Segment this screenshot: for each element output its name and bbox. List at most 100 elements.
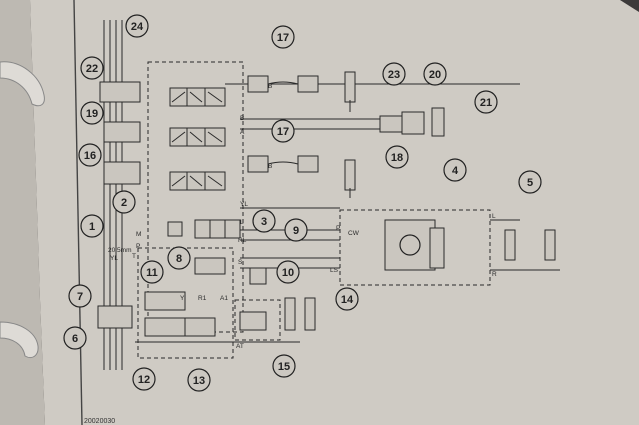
callout-circle [271,25,295,49]
callout-4: 4 [443,158,467,182]
accumulator-symbol-enclosure [234,299,281,341]
cylinders-5 [504,229,556,261]
callout-circle [271,119,295,143]
callout-circle [276,260,300,284]
callout-11: 11 [140,260,164,284]
icon-10b [239,311,267,331]
callout-23: 23 [382,62,406,86]
callout-10: 10 [276,260,300,284]
callout-circle [80,101,104,125]
port-m: M [136,231,141,238]
binder-ring-bottom [0,321,39,359]
port-b1: B [268,83,272,90]
callout-number: 18 [391,152,403,164]
pump-supply-lines [240,207,560,271]
callout-number: 19 [86,108,98,120]
callout-number: 16 [84,150,96,162]
callout-24: 24 [125,14,149,38]
callout-14: 14 [335,287,359,311]
callout-number: 7 [77,291,83,303]
port-r1: R1 [198,295,207,302]
callout-number: 17 [277,126,289,138]
callout-circle [187,368,211,392]
callout-2: 2 [112,190,136,214]
port-cw: CW [348,230,360,237]
callout-number: 24 [131,21,144,33]
callout-16: 16 [78,143,102,167]
port-yl: YL [240,201,248,208]
cylinder-21 [431,107,445,137]
port-p-motor: P [336,225,340,232]
callout-21: 21 [474,90,498,114]
pump-motor-symbol [384,219,445,271]
port-b2: B [240,115,244,122]
callout-3: 3 [252,209,276,233]
valve-row-1 [169,83,520,107]
icon-6 [97,305,133,329]
callout-number: 4 [452,165,459,177]
callout-circle [167,246,191,270]
callout-number: 13 [193,375,205,387]
callout-circle [132,367,156,391]
callout-15: 15 [272,354,296,378]
callout-number: 20 [429,69,441,81]
callout-number: 9 [293,225,299,237]
page-margin-line [73,0,83,425]
callout-number: 1 [89,221,95,233]
port-l: L [240,219,244,226]
callout-circle [272,354,296,378]
control-valve-enclosure [137,247,234,359]
callout-13: 13 [187,368,211,392]
callout-number: 11 [146,267,158,279]
cylinder-23 [344,71,356,112]
icon-16 [103,161,141,185]
callout-circle [112,190,136,214]
callout-20: 20 [423,62,447,86]
callout-8: 8 [167,246,191,270]
callout-5: 5 [518,170,542,194]
port-at: AT [236,343,244,350]
callout-17: 17 [271,119,295,143]
callout-number: 12 [138,374,150,386]
port-labels: B B A B YL L RL M P S Y R1 A1 AT LS CW P… [108,83,497,350]
callout-circle [125,14,149,38]
callout-number: 14 [341,294,354,306]
port-p: P [136,243,140,250]
valve-row-2 [169,118,380,147]
callout-circle [80,56,104,80]
callout-circle [78,143,102,167]
port-b3: B [268,163,272,170]
callout-circle [382,62,406,86]
port-yl2: YL [110,255,118,262]
port-t: T [132,253,136,260]
callout-number: 5 [527,177,533,189]
callout-7: 7 [68,284,92,308]
callout-circle [80,214,104,238]
callout-circle [518,170,542,194]
port-l-motor: L [492,213,496,220]
valve-bank-enclosure [147,61,244,333]
callout-number: 3 [261,216,267,228]
paper-left-fold [0,0,45,425]
callout-number: 21 [480,97,492,109]
port-ls: LS [330,267,339,274]
callout-12: 12 [132,367,156,391]
callout-19: 19 [80,101,104,125]
valves-11-12-13 [144,257,267,337]
callout-18: 18 [385,145,409,169]
callout-22: 22 [80,56,104,80]
callout-number: 15 [278,361,290,373]
callout-circle [385,145,409,169]
callout-circle [252,209,276,233]
callout-circle [68,284,92,308]
callout-1: 1 [80,214,104,238]
callout-number: 8 [176,253,182,265]
callout-number: 22 [86,63,98,75]
callout-9: 9 [284,218,308,242]
callout-6: 6 [63,326,87,350]
callout-circle [140,260,164,284]
callout-number: 17 [277,32,289,44]
callout-number: 10 [282,267,294,279]
